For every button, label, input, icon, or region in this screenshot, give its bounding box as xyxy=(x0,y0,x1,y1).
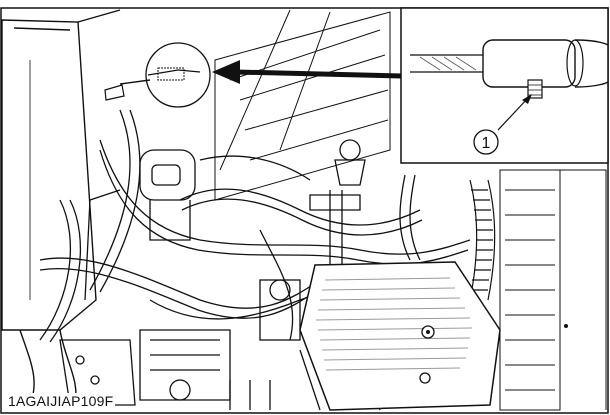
hose-bundle xyxy=(39,109,471,343)
cover-plate xyxy=(299,261,501,411)
figure-code: 1AGAIJIAP109F xyxy=(6,393,116,409)
callout-number: 1 xyxy=(482,135,491,152)
detail-inset: 1 xyxy=(400,7,609,164)
detail-target-circle xyxy=(104,42,211,108)
callout-circle xyxy=(473,129,499,155)
detail-pointer-arrow xyxy=(212,60,403,84)
corrugated-hose xyxy=(469,179,496,301)
figure-frame xyxy=(0,7,609,414)
engine-components xyxy=(59,139,381,411)
hatched-structure xyxy=(214,9,391,201)
